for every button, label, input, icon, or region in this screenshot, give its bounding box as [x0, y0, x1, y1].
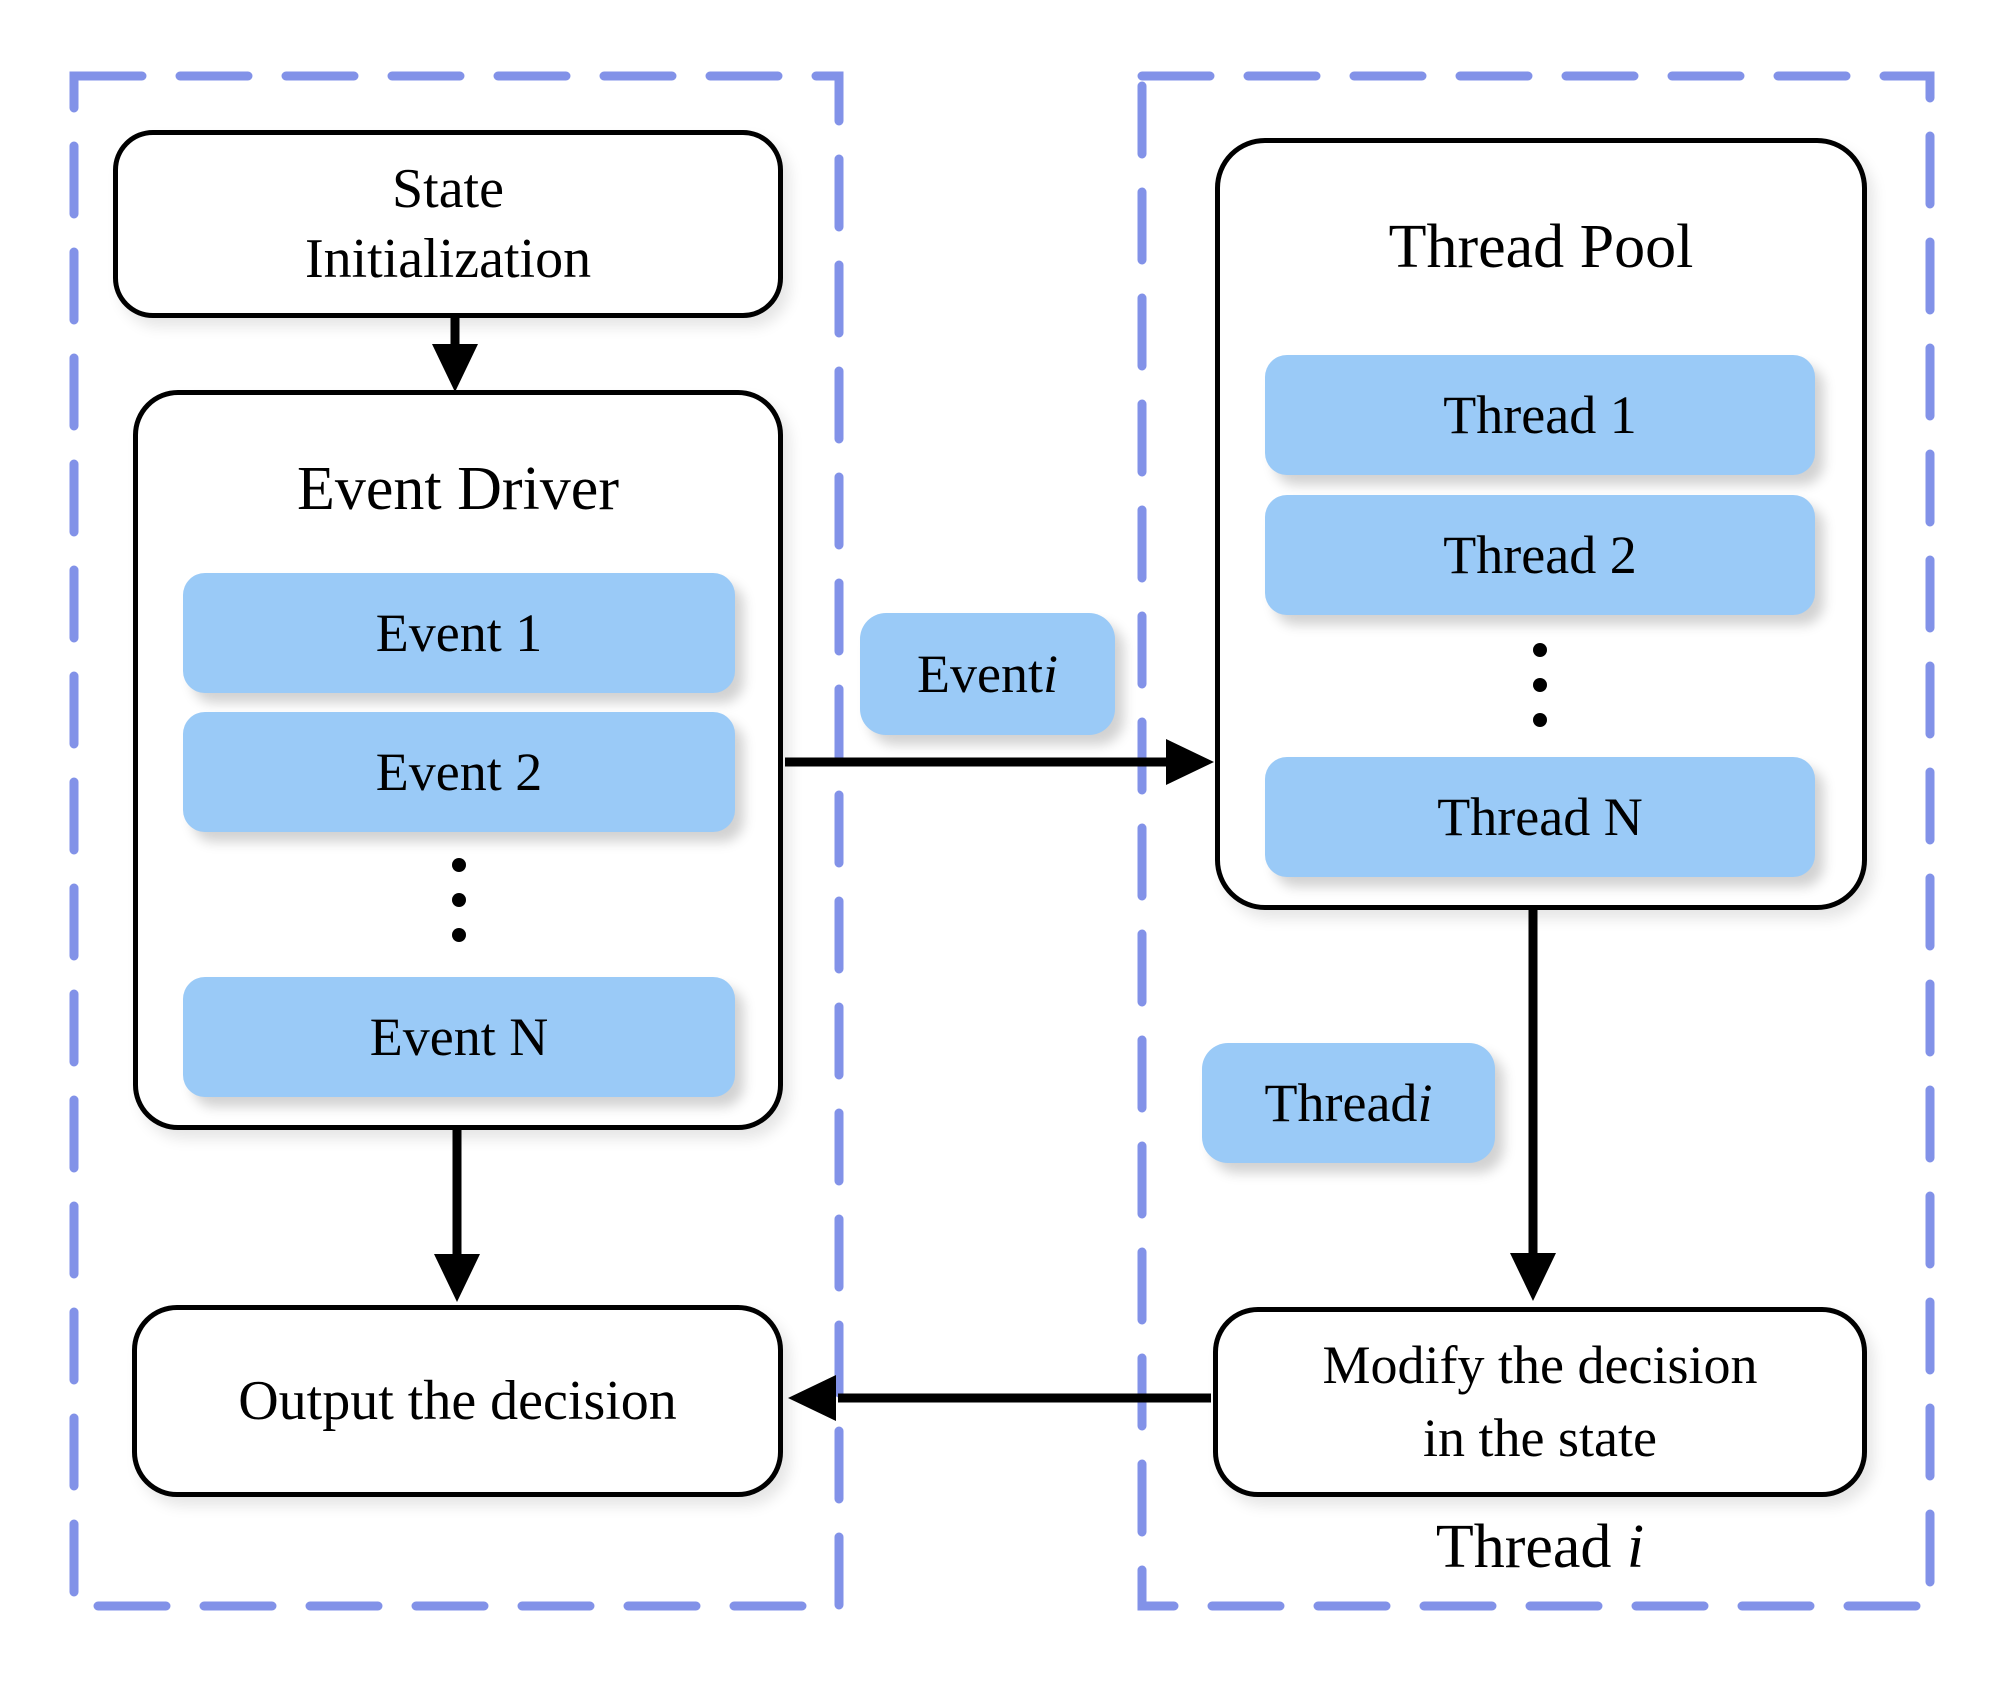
event-i-badge-text: Event [917, 644, 1043, 704]
thread-i-badge: Thread i [1202, 1043, 1495, 1163]
event-i-badge-var: i [1042, 644, 1058, 704]
left-dashed-region [69, 71, 844, 1611]
event-driver-title: Event Driver [297, 455, 619, 523]
modify-decision-box: Modify the decision in the state [1213, 1307, 1867, 1497]
state-initialization-box: State Initialization [113, 130, 783, 318]
thread-row-1: Thread 1 [1265, 355, 1815, 475]
event-i-badge: Event i [860, 613, 1115, 735]
state-box-line1: State [392, 158, 504, 220]
event-ellipsis-dots [452, 858, 466, 942]
event-row-1: Event 1 [183, 573, 735, 693]
arrow-pool-to-modify [1510, 908, 1556, 1301]
modify-box-line2: in the state [1423, 1408, 1657, 1468]
thread-i-caption: Thread i [1240, 1512, 1840, 1583]
thread-row-n: Thread N [1265, 757, 1815, 877]
thread-i-caption-var: i [1626, 1513, 1645, 1581]
modify-box-line1: Modify the decision [1322, 1335, 1758, 1396]
thread-i-badge-text: Thread [1264, 1073, 1418, 1133]
thread-pool-title: Thread Pool [1388, 213, 1694, 281]
arrow-driver-to-output [434, 1128, 480, 1302]
event-row-2: Event 2 [183, 712, 735, 832]
event-row-n: Event N [183, 977, 735, 1097]
output-decision-box: Output the decision [132, 1305, 783, 1497]
thread-i-badge-var: i [1417, 1073, 1433, 1133]
right-dashed-region [1137, 71, 1935, 1611]
thread-i-caption-text: Thread [1435, 1513, 1627, 1581]
arrow-driver-to-pool [785, 739, 1214, 785]
thread-row-2: Thread 2 [1265, 495, 1815, 615]
arrow-modify-to-output [788, 1375, 1211, 1421]
arrow-state-to-driver [432, 316, 478, 392]
thread-ellipsis-dots [1533, 643, 1547, 727]
state-box-line2: Initialization [304, 228, 592, 290]
output-decision-label: Output the decision [238, 1370, 677, 1432]
